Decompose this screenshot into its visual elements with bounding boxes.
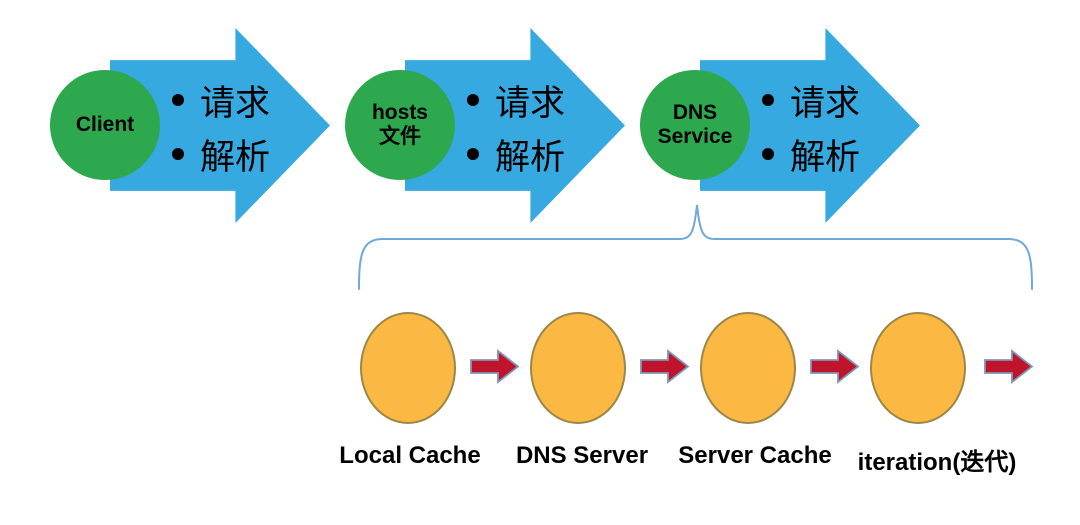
bullet-resolve: 解析 (172, 132, 270, 177)
client-circle: Client (50, 70, 160, 180)
bullet-resolve: 解析 (467, 132, 565, 177)
bullet-resolve: 解析 (762, 132, 860, 177)
bullet-dot-icon (762, 94, 774, 106)
circle-line-2: 文件 (378, 125, 421, 148)
sequence-label-server-cache: Server Cache (678, 442, 832, 469)
hosts-file-circle-label: hosts 文件 (372, 101, 428, 148)
bullet-request: 请求 (762, 78, 860, 123)
bullet-resolve-label: 解析 (200, 137, 271, 177)
dns-service-circle-label: DNS Service (658, 101, 733, 148)
sequence-node-iteration (870, 312, 966, 424)
red-arrow-icon (470, 349, 520, 384)
stage-hosts-file: 请求 解析 hosts 文件 (345, 28, 625, 228)
red-arrow-icon (640, 349, 690, 384)
bullet-resolve-label: 解析 (495, 137, 566, 177)
hosts-file-circle: hosts 文件 (345, 70, 455, 180)
sequence-node-server-cache (700, 312, 796, 424)
circle-line-2: Service (657, 125, 733, 148)
sequence-label-local-cache: Local Cache (339, 442, 481, 469)
bullet-request: 请求 (467, 78, 565, 123)
bullet-request: 请求 (172, 78, 270, 123)
stage-bullet-list: 请求 解析 (467, 78, 565, 177)
stage-bullet-list: 请求 解析 (762, 78, 860, 177)
sequence-label-dns-server: DNS Server (515, 442, 649, 469)
circle-line-1: Client (75, 113, 135, 137)
client-circle-label: Client (76, 113, 134, 137)
circle-line-1: hosts (371, 101, 428, 125)
bullet-request-label: 请求 (790, 83, 861, 123)
stage-bullet-list: 请求 解析 (172, 78, 270, 177)
stage-client: 请求 解析 Client (50, 28, 330, 228)
circle-line-1: DNS (672, 101, 718, 125)
sequence-node-local-cache (360, 312, 456, 424)
bullet-dot-icon (172, 148, 184, 160)
bullet-request-label: 请求 (200, 83, 271, 123)
dns-service-circle: DNS Service (640, 70, 750, 180)
bullet-dot-icon (762, 148, 774, 160)
sequence-node-dns-server (530, 312, 626, 424)
red-arrow-icon (984, 349, 1034, 384)
red-arrow-icon (810, 349, 860, 384)
bullet-dot-icon (172, 94, 184, 106)
stage-dns-service: 请求 解析 DNS Service (640, 28, 920, 228)
bullet-dot-icon (467, 148, 479, 160)
bullet-dot-icon (467, 94, 479, 106)
bullet-resolve-label: 解析 (790, 137, 861, 177)
bullet-request-label: 请求 (495, 83, 566, 123)
sequence-label-iteration: iteration(迭代) (857, 449, 1017, 476)
